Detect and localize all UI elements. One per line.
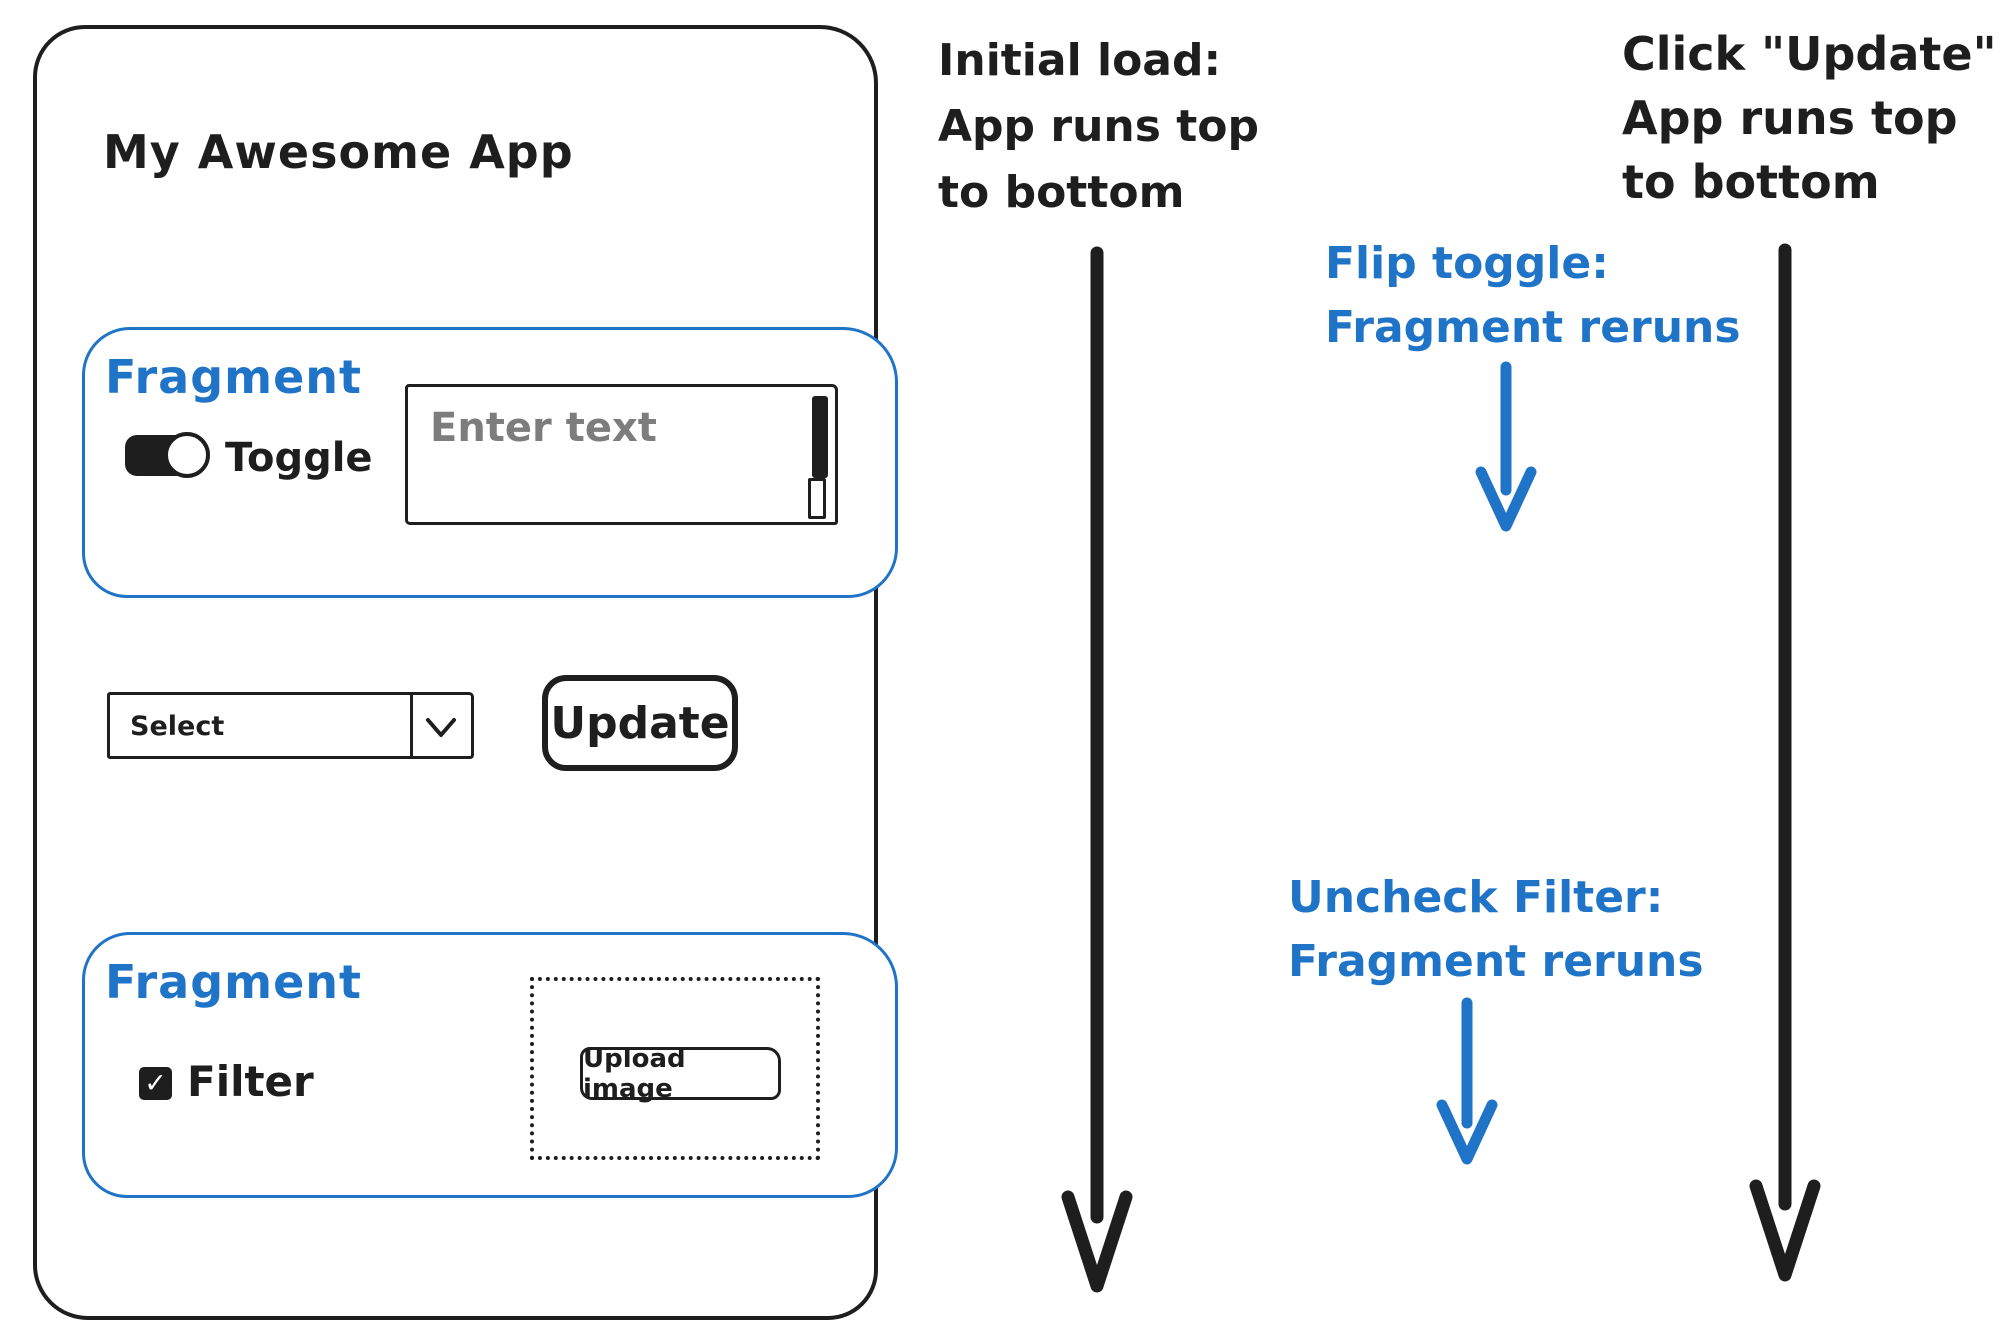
app-window: My Awesome App Fragment Toggle Enter tex… bbox=[33, 25, 898, 1320]
text-input-placeholder: Enter text bbox=[430, 405, 657, 451]
fragment-box-bottom: Fragment ✓ Filter Upload image bbox=[82, 932, 898, 1198]
annotation-line: Flip toggle: bbox=[1325, 238, 1609, 289]
image-dropzone[interactable]: Upload image bbox=[530, 977, 820, 1160]
scrollbar-track[interactable] bbox=[808, 478, 826, 519]
chevron-down-icon bbox=[424, 715, 458, 741]
text-input[interactable]: Enter text bbox=[405, 384, 838, 525]
fragment-box-top: Fragment Toggle Enter text bbox=[82, 327, 898, 598]
annotation-flip-toggle: Flip toggle: Fragment reruns bbox=[1325, 232, 1741, 360]
arrow-down-click-update bbox=[1745, 242, 1825, 1287]
filter-checkbox[interactable]: ✓ bbox=[139, 1067, 172, 1100]
toggle-label: Toggle bbox=[225, 435, 373, 481]
fragment-label: Fragment bbox=[105, 955, 363, 1009]
update-button-label: Update bbox=[550, 697, 730, 749]
annotation-line: App runs top bbox=[1622, 91, 1958, 145]
toggle-knob bbox=[164, 432, 210, 478]
annotation-line: Fragment reruns bbox=[1325, 302, 1741, 353]
select-dropdown[interactable]: Select bbox=[107, 692, 474, 759]
toggle-switch[interactable] bbox=[125, 432, 215, 479]
annotation-line: to bottom bbox=[938, 167, 1185, 218]
update-button[interactable]: Update bbox=[542, 675, 738, 771]
arrow-down-uncheck-filter bbox=[1433, 996, 1501, 1168]
annotation-line: App runs top bbox=[938, 101, 1259, 152]
annotation-initial-load: Initial load: App runs top to bottom bbox=[938, 28, 1259, 226]
select-divider bbox=[410, 695, 413, 756]
fragment-label: Fragment bbox=[105, 350, 363, 404]
annotation-line: Uncheck Filter: bbox=[1288, 872, 1664, 923]
scrollbar-thumb[interactable] bbox=[812, 396, 828, 478]
checkmark-icon: ✓ bbox=[144, 1068, 167, 1099]
annotation-uncheck-filter: Uncheck Filter: Fragment reruns bbox=[1288, 866, 1704, 994]
arrow-down-initial-load bbox=[1057, 245, 1137, 1297]
annotation-line: Fragment reruns bbox=[1288, 936, 1704, 987]
select-value: Select bbox=[130, 711, 225, 742]
filter-checkbox-label: Filter bbox=[187, 1057, 314, 1106]
app-title: My Awesome App bbox=[103, 125, 574, 179]
annotation-click-update: Click "Update": App runs top to bottom bbox=[1622, 22, 2000, 214]
annotation-line: to bottom bbox=[1622, 155, 1880, 209]
annotation-line: Initial load: bbox=[938, 35, 1222, 86]
upload-image-label: Upload image bbox=[583, 1043, 686, 1104]
upload-image-button[interactable]: Upload image bbox=[580, 1044, 781, 1104]
annotation-line: Click "Update": bbox=[1622, 27, 2000, 81]
arrow-down-flip-toggle bbox=[1472, 360, 1540, 535]
